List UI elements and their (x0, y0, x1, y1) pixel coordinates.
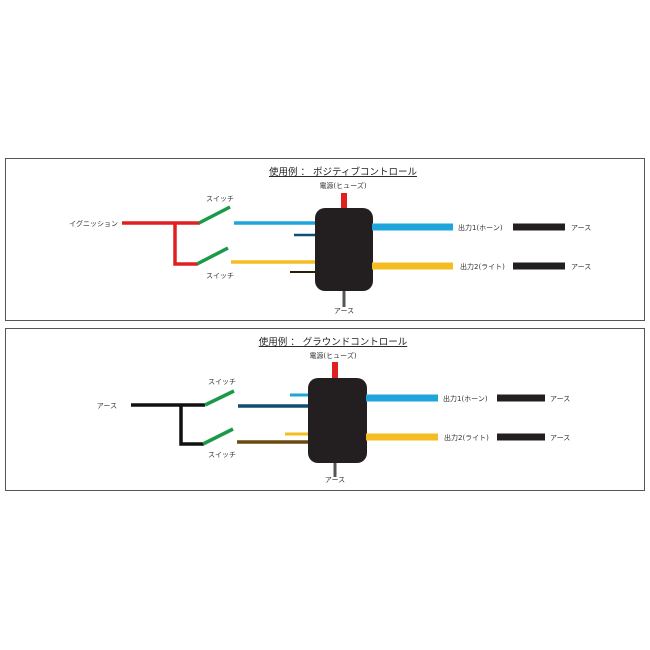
input-label: イグニッション (69, 219, 118, 228)
switch-bottom (202, 427, 234, 446)
output1-ground-label: アース (571, 224, 591, 232)
panel-ground-control: 使用例 ： グラウンドコントロール 電源(ヒューズ) アース アース スイッチ … (5, 328, 645, 491)
panel-title: 使用例 ： ポジティブコントロール (269, 166, 417, 178)
switch-top (204, 389, 235, 407)
input-branch-wire (179, 405, 204, 446)
switch-bottom (196, 246, 229, 266)
switch-top (198, 205, 231, 225)
output2-label: 出力2(ライト) (444, 433, 489, 442)
output1-label: 出力1(ホーン) (443, 394, 488, 403)
input-branch-wire (173, 223, 198, 266)
panel-positive-control: 使用例 ： ポジティブコントロール 電源(ヒューズ) アース イグニッション ス… (5, 158, 645, 321)
output1-label: 出力1(ホーン) (458, 223, 503, 232)
ground-label: アース (325, 476, 345, 484)
panel-title: 使用例 ： グラウンドコントロール (259, 336, 408, 348)
ground-label: アース (334, 307, 354, 315)
output2-label: 出力2(ライト) (460, 262, 505, 271)
power-label: 電源(ヒューズ) (309, 351, 356, 360)
output2-ground-label: アース (571, 263, 591, 271)
input-label: アース (97, 402, 117, 410)
controller-box (315, 208, 373, 291)
switch-bottom-label: スイッチ (206, 272, 234, 280)
switch-top-label: スイッチ (206, 195, 234, 203)
output2-ground-label: アース (550, 434, 570, 442)
controller-box (308, 378, 367, 463)
switch-top-label: スイッチ (208, 378, 236, 386)
switch-bottom-label: スイッチ (208, 451, 236, 459)
power-label: 電源(ヒューズ) (319, 181, 366, 190)
output1-ground-label: アース (550, 395, 570, 403)
